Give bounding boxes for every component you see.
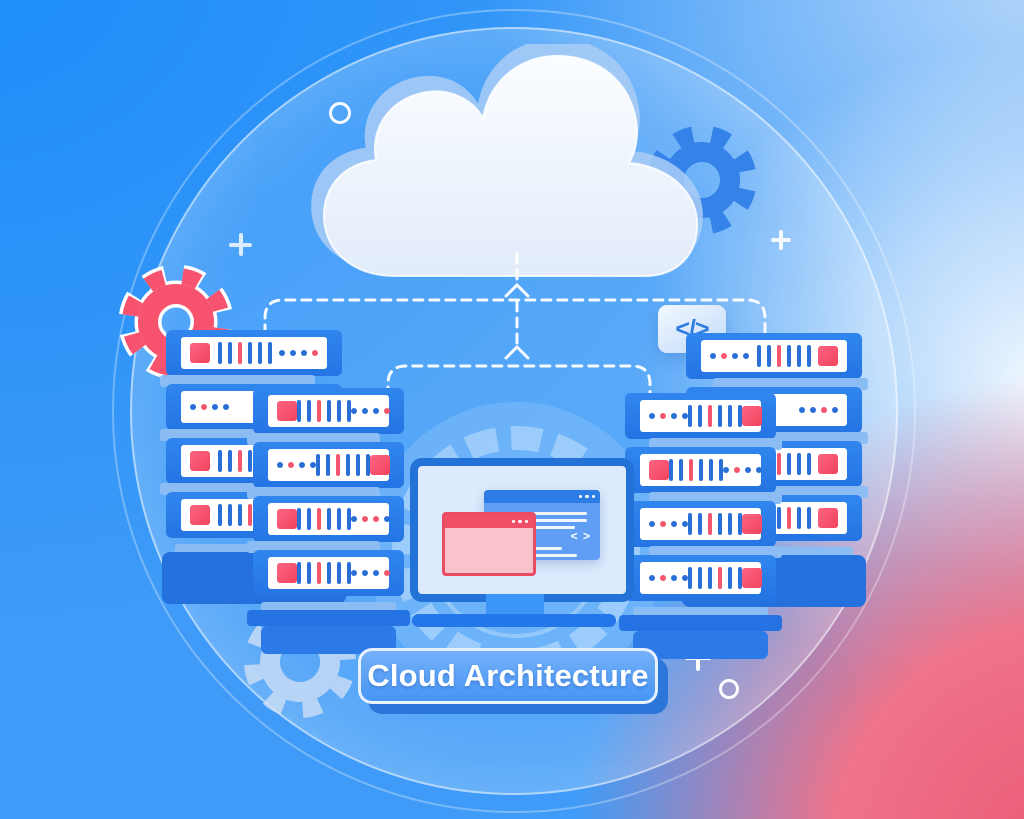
server-base bbox=[618, 615, 783, 631]
monitor-stand bbox=[486, 594, 544, 616]
indicator-dots bbox=[190, 404, 229, 410]
cloud-icon bbox=[311, 44, 703, 277]
window-dot-icon bbox=[585, 494, 589, 499]
indicator-bars bbox=[688, 405, 742, 427]
server-base bbox=[246, 610, 411, 626]
server-unit bbox=[253, 388, 404, 434]
indicator-dots bbox=[799, 407, 838, 413]
server-unit bbox=[253, 550, 404, 596]
indicator-bars bbox=[316, 454, 370, 476]
window-titlebar bbox=[484, 490, 600, 503]
indicator-dots bbox=[277, 462, 316, 468]
circle-mark-icon bbox=[329, 102, 351, 124]
server-panel bbox=[640, 562, 762, 594]
indicator-bars bbox=[688, 513, 742, 535]
server-unit bbox=[166, 330, 342, 376]
server-panel bbox=[268, 449, 390, 481]
indicator-square bbox=[370, 455, 390, 475]
server-stack-left-front bbox=[246, 388, 411, 654]
indicator-square bbox=[742, 568, 762, 588]
indicator-square bbox=[818, 454, 838, 474]
indicator-square bbox=[818, 508, 838, 528]
server-unit bbox=[253, 496, 404, 542]
server-unit bbox=[686, 333, 862, 379]
indicator-square bbox=[277, 509, 297, 529]
indicator-square bbox=[190, 343, 210, 363]
indicator-dots bbox=[351, 516, 390, 522]
plus-icon bbox=[771, 230, 791, 250]
indicator-bars bbox=[297, 562, 351, 584]
indicator-dots bbox=[649, 413, 688, 419]
server-panel bbox=[268, 503, 390, 535]
indicator-dots bbox=[723, 467, 762, 473]
plus-icon bbox=[229, 233, 252, 256]
server-unit bbox=[625, 393, 776, 439]
window-dot-icon bbox=[578, 494, 582, 499]
indicator-dots bbox=[649, 521, 688, 527]
indicator-bars bbox=[669, 459, 723, 481]
indicator-bars bbox=[217, 342, 272, 364]
server-unit bbox=[625, 501, 776, 547]
server-panel bbox=[640, 400, 762, 432]
indicator-square bbox=[190, 451, 210, 471]
server-panel bbox=[640, 454, 762, 486]
server-panel bbox=[701, 340, 847, 372]
indicator-square bbox=[190, 505, 210, 525]
code-brackets-icon: < > bbox=[570, 529, 591, 543]
window-dot-icon bbox=[518, 519, 522, 524]
server-unit bbox=[625, 447, 776, 493]
indicator-dots bbox=[279, 350, 318, 356]
indicator-square bbox=[277, 563, 297, 583]
server-unit bbox=[625, 555, 776, 601]
server-panel bbox=[268, 557, 390, 589]
alert-window bbox=[442, 512, 536, 576]
monitor-base bbox=[412, 614, 616, 627]
indicator-bars bbox=[756, 345, 811, 367]
indicator-bars bbox=[688, 567, 742, 589]
server-panel bbox=[640, 508, 762, 540]
indicator-square bbox=[742, 514, 762, 534]
indicator-dots bbox=[649, 575, 688, 581]
indicator-dots bbox=[351, 570, 390, 576]
window-dot-icon bbox=[511, 519, 515, 524]
indicator-bars bbox=[297, 508, 351, 530]
indicator-dots bbox=[710, 353, 749, 359]
server-panel bbox=[268, 395, 390, 427]
cloud-body bbox=[322, 54, 699, 277]
indicator-square bbox=[649, 460, 669, 480]
window-titlebar bbox=[445, 515, 533, 528]
circle-mark-icon bbox=[719, 679, 739, 699]
server-panel bbox=[181, 337, 327, 369]
window-dot-icon bbox=[591, 494, 595, 499]
server-unit bbox=[253, 442, 404, 488]
title-label: Cloud Architecture bbox=[358, 648, 658, 704]
monitor: < > bbox=[410, 458, 634, 602]
indicator-bars bbox=[297, 400, 351, 422]
page-title: Cloud Architecture bbox=[367, 658, 649, 693]
server-stack-right-front bbox=[618, 393, 783, 659]
window-dot-icon bbox=[524, 519, 528, 524]
indicator-square bbox=[818, 346, 838, 366]
indicator-square bbox=[277, 401, 297, 421]
indicator-square bbox=[742, 406, 762, 426]
indicator-dots bbox=[351, 408, 390, 414]
outer-ring bbox=[112, 9, 916, 813]
